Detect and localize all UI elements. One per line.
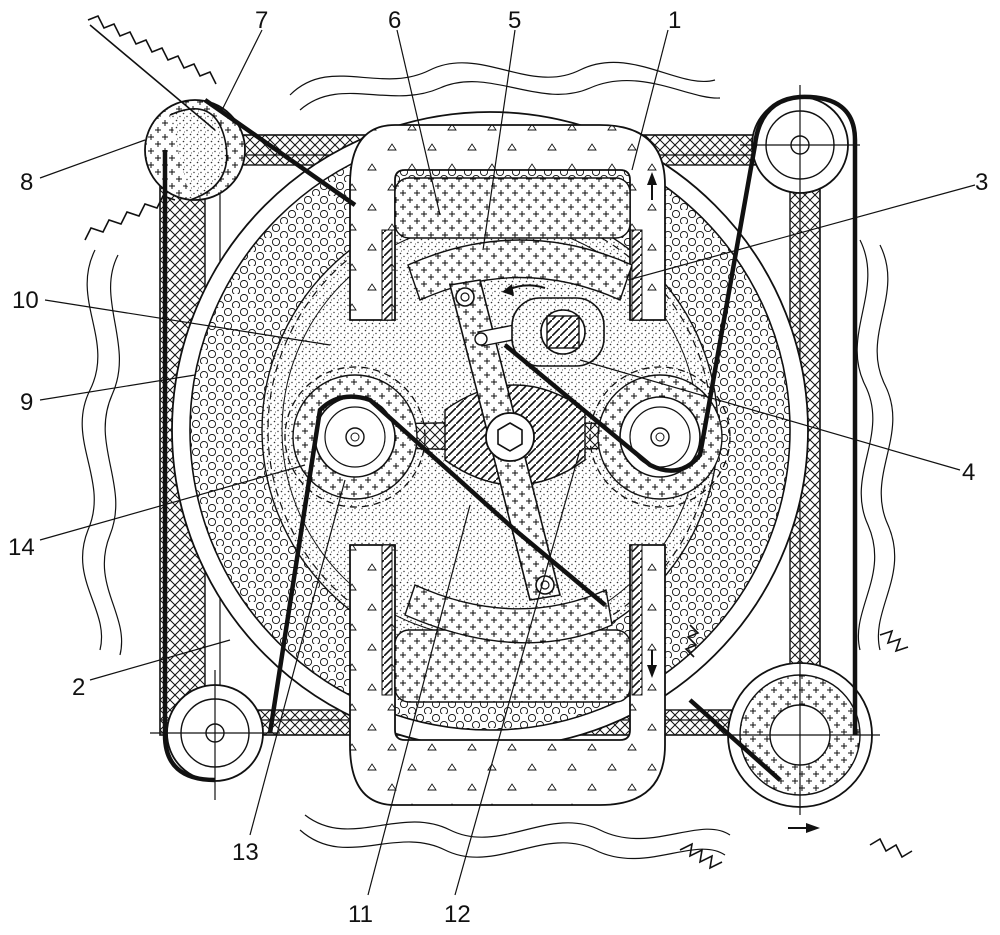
central-hub bbox=[485, 412, 535, 462]
pulley-top-left bbox=[144, 99, 246, 201]
callout-12: 12 bbox=[444, 901, 471, 928]
auger-bottom-right bbox=[679, 624, 913, 870]
callouts: 1 2 3 4 5 6 7 8 9 10 11 12 13 14 bbox=[8, 7, 988, 928]
swing-arcs bbox=[404, 239, 633, 644]
direction-arrows bbox=[502, 172, 820, 833]
callout-10: 10 bbox=[12, 287, 39, 314]
leader-lines bbox=[39, 29, 976, 896]
pulley-top-right bbox=[740, 85, 860, 205]
callout-5: 5 bbox=[508, 7, 521, 34]
callout-3: 3 bbox=[975, 169, 988, 196]
auger-top-left bbox=[84, 14, 217, 241]
right-gear bbox=[589, 366, 731, 508]
drive-belts bbox=[162, 94, 858, 783]
callout-4: 4 bbox=[962, 459, 975, 486]
callout-13: 13 bbox=[232, 839, 259, 866]
callout-11: 11 bbox=[348, 901, 373, 928]
motor-unit bbox=[511, 297, 605, 367]
callout-7: 7 bbox=[255, 7, 268, 34]
callout-14: 14 bbox=[8, 534, 35, 561]
callout-8: 8 bbox=[20, 169, 33, 196]
callout-2: 2 bbox=[72, 674, 85, 701]
callout-9: 9 bbox=[20, 389, 33, 416]
callout-1: 1 bbox=[668, 7, 681, 34]
pulley-bottom-right bbox=[720, 655, 880, 815]
wavy-outline bbox=[81, 61, 896, 860]
pulley-bottom-left bbox=[150, 670, 280, 800]
central-housing bbox=[349, 124, 666, 806]
callout-6: 6 bbox=[388, 7, 401, 34]
